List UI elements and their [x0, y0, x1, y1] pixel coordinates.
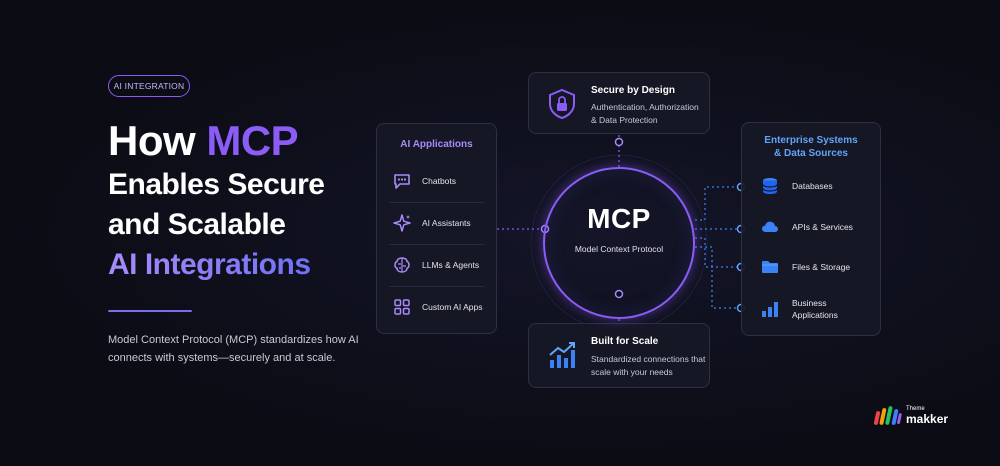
headline-line-4: AI Integrations	[108, 245, 324, 285]
cloud-icon	[760, 217, 780, 237]
chat-bubble-icon	[392, 171, 412, 191]
list-item-label: APIs & Services	[792, 222, 853, 232]
list-item-label: AI Assistants	[422, 218, 471, 228]
list-item-llms-agents: LLMs & Agents	[392, 255, 479, 275]
headline-line-1: How MCP	[108, 117, 324, 165]
logo-mark-icon	[873, 406, 902, 425]
headline-mcp: MCP	[206, 117, 299, 164]
list-item-label: Business Applications	[792, 297, 838, 321]
title-line-1: Enterprise Systems	[764, 135, 858, 146]
sparkle-icon	[392, 213, 412, 233]
enterprise-systems-title: Enterprise Systems & Data Sources	[742, 134, 880, 160]
mcp-hub-title: MCP	[587, 203, 651, 234]
list-item-business-applications: Business Applications	[760, 297, 838, 321]
logo-text: Theme makker	[906, 405, 948, 425]
top-node	[614, 137, 624, 147]
thememakker-logo: Theme makker	[873, 403, 948, 427]
list-item-apis-services: APIs & Services	[760, 217, 853, 237]
database-icon	[760, 176, 780, 196]
list-item-label: Chatbots	[422, 176, 457, 186]
separator	[389, 286, 484, 287]
logo-text-small: Theme	[906, 406, 925, 412]
page-title: How MCP Enables Secure and Scalable AI I…	[108, 117, 325, 285]
shield-lock-icon	[549, 88, 575, 120]
list-item-files-storage: Files & Storage	[760, 257, 850, 277]
mcp-hub-subtitle: Model Context Protocol	[574, 244, 664, 254]
description-text: Model Context Protocol (MCP) standardize…	[108, 334, 359, 364]
enterprise-systems-panel: Enterprise Systems & Data Sources Databa…	[741, 122, 881, 336]
ai-applications-title: AI Applications	[400, 139, 473, 150]
divider	[108, 310, 192, 312]
folder-icon	[760, 257, 780, 277]
separator	[389, 244, 484, 245]
label-line-1: Business	[792, 298, 827, 308]
right-connector-files	[695, 237, 741, 268]
label-line-2: Applications	[792, 310, 838, 320]
list-item-ai-assistants: AI Assistants	[392, 213, 471, 233]
secure-by-design-description: Authentication, Authorization & Data Pro…	[591, 102, 699, 125]
headline-line-3: and Scalable	[108, 208, 286, 241]
list-item-label: Files & Storage	[792, 262, 851, 272]
list-item-chatbots: Chatbots	[392, 171, 456, 191]
bar-chart-icon	[760, 299, 780, 319]
growth-chart-icon	[549, 342, 575, 368]
list-item-databases: Databases	[760, 176, 833, 196]
right-connector-business	[695, 246, 741, 309]
secure-by-design-title: Secure by Design	[591, 85, 675, 96]
separator	[389, 202, 484, 203]
list-item-label: LLMs & Agents	[422, 260, 480, 270]
built-for-scale-card: Built for Scale Standardized connections…	[528, 323, 710, 388]
logo-text-big: makker	[906, 412, 949, 426]
category-tag: AI INTEGRATION	[108, 75, 190, 97]
right-connector-databases	[695, 186, 741, 221]
headline-line-2: Enables Secure	[108, 168, 325, 201]
built-for-scale-title: Built for Scale	[591, 336, 659, 347]
list-item-label: Custom AI Apps	[422, 302, 483, 312]
list-item-label: Databases	[792, 181, 833, 191]
ai-applications-panel: AI Applications Chatbots AI Assistants L…	[376, 123, 497, 334]
brain-icon	[392, 255, 412, 275]
headline-how: How	[108, 117, 207, 164]
list-item-custom-ai-apps: Custom AI Apps	[392, 297, 482, 317]
app-grid-icon	[392, 297, 412, 317]
built-for-scale-description: Standardized connections that scale with…	[591, 354, 706, 377]
mcp-hub-ring	[543, 167, 695, 319]
secure-by-design-card: Secure by Design Authentication, Authori…	[528, 72, 710, 134]
title-line-2: & Data Sources	[774, 148, 848, 159]
